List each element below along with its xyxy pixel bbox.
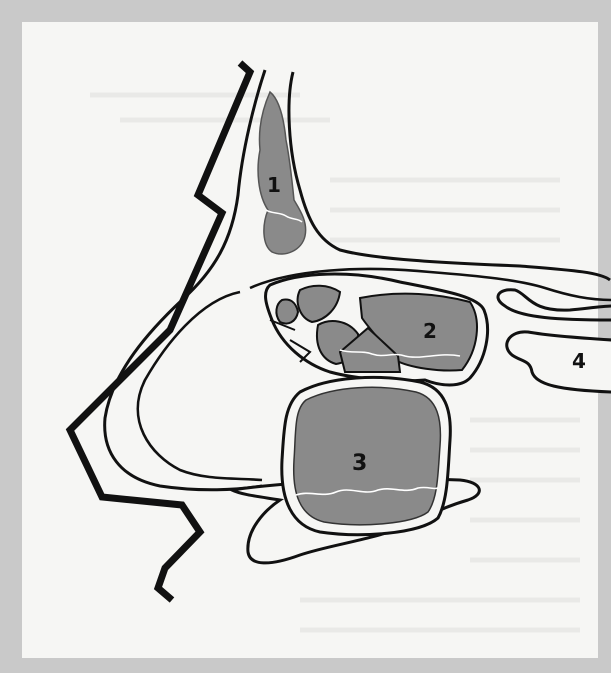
face-profile-outline (70, 63, 250, 600)
nasal-cavity-outer-contour (105, 70, 265, 490)
ethmoid-sinus (266, 274, 488, 385)
label-ethmoid-sinus: 2 (423, 319, 437, 343)
label-sphenoid-sinus: 4 (572, 349, 586, 373)
sphenoid-channel (507, 332, 611, 392)
nasal-cavity-inner-contour (289, 72, 610, 280)
nasal-passage-contour (138, 292, 262, 480)
frontal-sinus (258, 92, 306, 254)
label-maxillary-sinus: 3 (352, 451, 367, 476)
nasal-floor-contour (498, 290, 611, 320)
label-frontal-sinus: 1 (267, 173, 281, 197)
